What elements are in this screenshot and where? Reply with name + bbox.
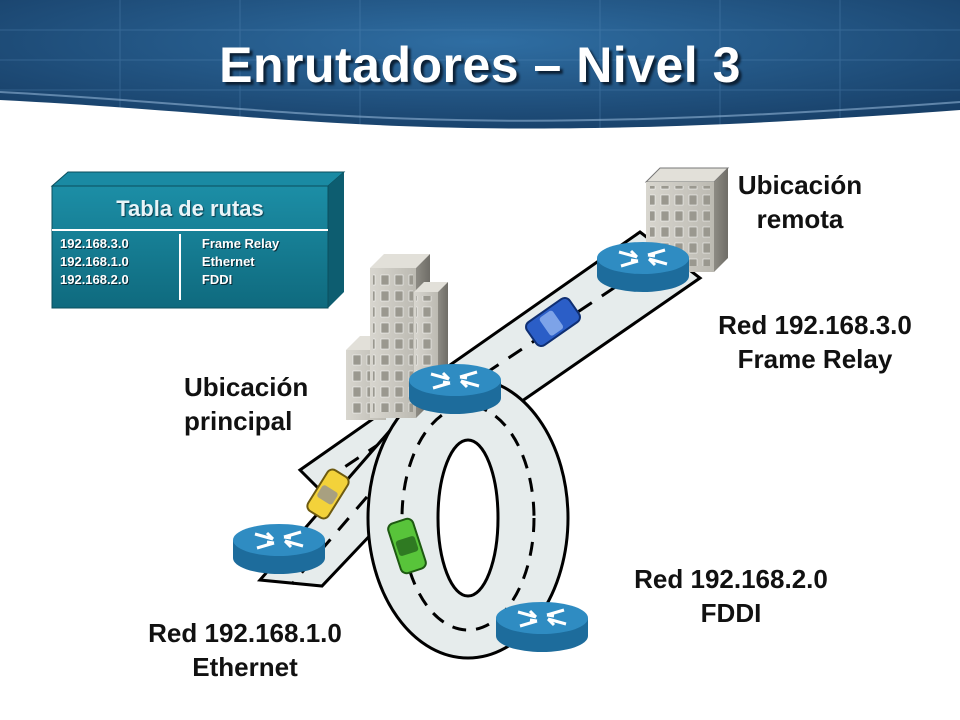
header-banner: Enrutadores – Nivel 3 xyxy=(0,0,960,140)
router-icon-remote xyxy=(597,242,689,292)
table-row: 192.168.2.0 FDDI xyxy=(60,272,328,290)
network-3-label: Red 192.168.3.0 Frame Relay xyxy=(718,310,912,374)
remote-location-label: Ubicación remota xyxy=(737,170,863,234)
page-title: Enrutadores – Nivel 3 xyxy=(219,37,741,93)
car-yellow-icon xyxy=(306,468,350,520)
router-icon-ethernet xyxy=(233,524,325,574)
route-network: 192.168.1.0 xyxy=(60,254,129,269)
table-row: 192.168.3.0 Frame Relay xyxy=(60,236,328,254)
route-interface: Frame Relay xyxy=(201,236,280,251)
network-2-label: Red 192.168.2.0 FDDI xyxy=(634,564,828,628)
main-location-label: Ubicación principal xyxy=(184,372,309,436)
route-interface: Ethernet xyxy=(201,254,255,269)
remote-building xyxy=(644,167,730,272)
routing-table-box xyxy=(50,171,346,309)
route-network: 192.168.2.0 xyxy=(60,272,129,287)
car-blue-icon xyxy=(525,296,581,348)
route-network: 192.168.3.0 xyxy=(60,236,129,251)
routing-table-rows: 192.168.3.0 Frame Relay 192.168.1.0 Ethe… xyxy=(60,236,328,290)
network-1-label: Red 192.168.1.0 Ethernet xyxy=(148,618,342,682)
table-row: 192.168.1.0 Ethernet xyxy=(60,254,328,272)
header-background xyxy=(0,0,960,140)
car-green-icon xyxy=(387,517,427,575)
route-interface: FDDI xyxy=(201,272,233,287)
router-icon-fddi xyxy=(496,602,588,652)
routing-table-title: Tabla de rutas xyxy=(116,196,264,221)
router-icon-main xyxy=(409,364,501,414)
